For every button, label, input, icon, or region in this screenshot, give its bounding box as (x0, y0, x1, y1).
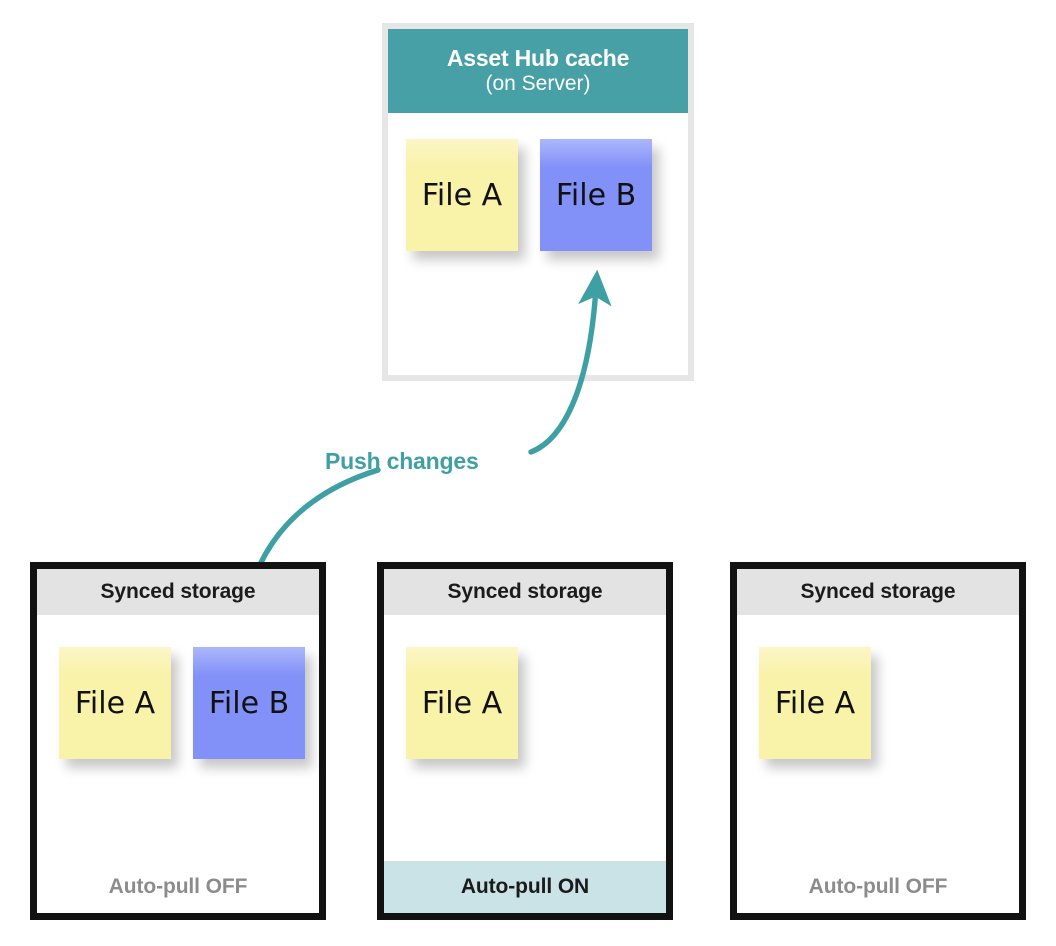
sticky-note-file-b[interactable]: File B (540, 139, 652, 251)
storage-header: Synced storage (37, 569, 319, 615)
auto-pull-status[interactable]: Auto-pull ON (384, 861, 666, 913)
sticky-note-file-a[interactable]: File A (759, 647, 871, 759)
note-sheen (59, 647, 171, 677)
note-sheen (759, 647, 871, 677)
storage-header: Synced storage (384, 569, 666, 615)
push-changes-label: Push changes (325, 448, 479, 474)
sticky-note-file-a[interactable]: File A (406, 647, 518, 759)
asset-hub-subtitle: (on Server) (485, 72, 591, 96)
sticky-note-file-a[interactable]: File A (59, 647, 171, 759)
storage-body: File A (384, 615, 666, 861)
note-sheen (193, 647, 305, 677)
storage-box-1: Synced storage File A File B Auto-pull O… (30, 562, 326, 920)
storage-header: Synced storage (737, 569, 1019, 615)
auto-pull-status[interactable]: Auto-pull OFF (37, 861, 319, 913)
sticky-note-label: File B (555, 177, 637, 213)
asset-hub-body: File A File B (388, 113, 688, 375)
note-sheen (406, 647, 518, 677)
note-sheen (540, 139, 652, 169)
sticky-note-label: File A (421, 685, 503, 721)
sticky-note-label: File A (421, 177, 503, 213)
asset-hub-cache-panel: Asset Hub cache (on Server) File A File … (382, 23, 694, 381)
asset-hub-title: Asset Hub cache (446, 45, 630, 72)
asset-hub-header: Asset Hub cache (on Server) (388, 29, 688, 113)
auto-pull-status[interactable]: Auto-pull OFF (737, 861, 1019, 913)
sticky-note-file-b[interactable]: File B (193, 647, 305, 759)
storage-body: File A (737, 615, 1019, 861)
note-sheen (406, 139, 518, 169)
sticky-note-label: File A (74, 685, 156, 721)
storage-box-3: Synced storage File A Auto-pull OFF (730, 562, 1026, 920)
storage-box-2: Synced storage File A Auto-pull ON (377, 562, 673, 920)
sticky-note-label: File B (208, 685, 290, 721)
sticky-note-file-a[interactable]: File A (406, 139, 518, 251)
storage-body: File A File B (37, 615, 319, 861)
sticky-note-label: File A (774, 685, 856, 721)
